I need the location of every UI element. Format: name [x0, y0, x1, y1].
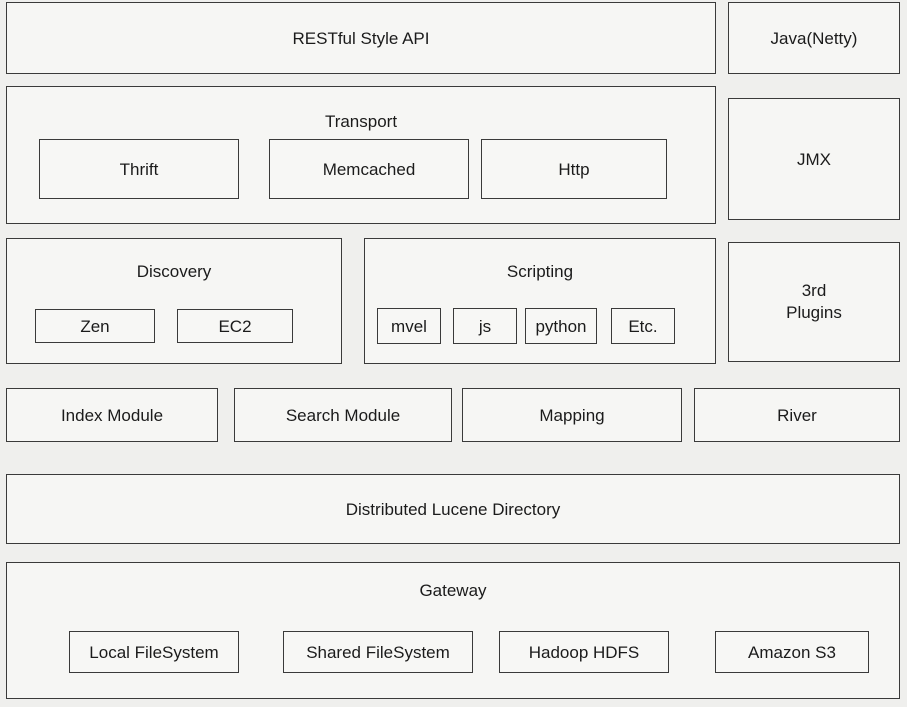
gateway-item-label: Amazon S3 — [748, 642, 836, 662]
scripting-item-label: python — [535, 316, 587, 336]
java-netty-label: Java(Netty) — [770, 28, 858, 48]
transport-item-label: Thrift — [119, 159, 159, 179]
transport-item-thrift: Thrift — [39, 139, 239, 199]
gateway-item-label: Local FileSystem — [89, 642, 219, 662]
module-label: Search Module — [285, 405, 401, 425]
restful-api-box: RESTful Style API — [6, 2, 716, 74]
transport-item-label: Memcached — [322, 159, 416, 179]
discovery-item-ec2: EC2 — [177, 309, 293, 343]
discovery-item-label: EC2 — [218, 316, 252, 336]
scripting-item-label: js — [478, 316, 492, 336]
scripting-item-mvel: mvel — [377, 308, 441, 344]
plugins-box: 3rd Plugins — [728, 242, 900, 362]
lucene-directory-label: Distributed Lucene Directory — [345, 499, 561, 519]
transport-item-http: Http — [481, 139, 667, 199]
scripting-item-label: Etc. — [628, 316, 658, 336]
discovery-box: Discovery Zen EC2 — [6, 238, 342, 364]
gateway-title: Gateway — [419, 581, 487, 600]
gateway-box: Gateway Local FileSystem Shared FileSyst… — [6, 562, 900, 699]
plugins-label: 3rd Plugins — [786, 281, 842, 322]
gateway-item-local-fs: Local FileSystem — [69, 631, 239, 673]
jmx-label: JMX — [797, 149, 831, 169]
transport-item-memcached: Memcached — [269, 139, 469, 199]
scripting-item-python: python — [525, 308, 597, 344]
module-label: Mapping — [539, 405, 605, 425]
scripting-item-label: mvel — [391, 316, 427, 336]
module-mapping: Mapping — [462, 388, 682, 442]
gateway-item-shared-fs: Shared FileSystem — [283, 631, 473, 673]
module-river: River — [694, 388, 900, 442]
transport-item-label: Http — [558, 159, 590, 179]
gateway-item-hadoop-hdfs: Hadoop HDFS — [499, 631, 669, 673]
module-label: River — [777, 405, 817, 425]
jmx-box: JMX — [728, 98, 900, 220]
discovery-title: Discovery — [136, 262, 212, 281]
lucene-directory-box: Distributed Lucene Directory — [6, 474, 900, 544]
scripting-item-js: js — [453, 308, 517, 344]
gateway-item-label: Shared FileSystem — [306, 642, 450, 662]
scripting-box: Scripting mvel js python Etc. — [364, 238, 716, 364]
scripting-item-etc: Etc. — [611, 308, 675, 344]
gateway-item-amazon-s3: Amazon S3 — [715, 631, 869, 673]
transport-box: Transport Thrift Memcached Http — [6, 86, 716, 224]
module-label: Index Module — [60, 405, 164, 425]
java-netty-box: Java(Netty) — [728, 2, 900, 74]
scripting-title: Scripting — [506, 262, 574, 281]
discovery-item-zen: Zen — [35, 309, 155, 343]
transport-title: Transport — [324, 112, 398, 131]
module-index: Index Module — [6, 388, 218, 442]
discovery-item-label: Zen — [80, 316, 110, 336]
restful-api-label: RESTful Style API — [292, 28, 430, 48]
module-search: Search Module — [234, 388, 452, 442]
gateway-item-label: Hadoop HDFS — [528, 642, 640, 662]
